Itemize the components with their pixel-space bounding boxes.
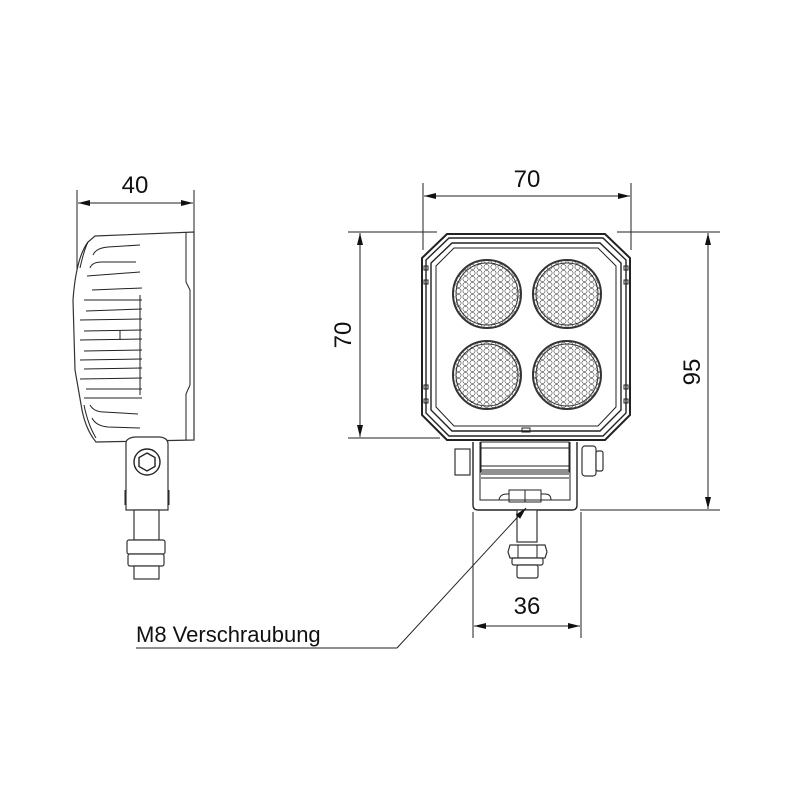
dimension-front-width: 70 — [410, 166, 645, 250]
side-view: 40 — [72, 172, 195, 580]
dimension-label-70-width: 70 — [514, 166, 541, 193]
dimension-label-95: 95 — [679, 359, 706, 386]
led-top-right — [532, 259, 602, 329]
dimension-label-36: 36 — [514, 593, 541, 620]
led-top-left — [452, 259, 522, 329]
mount-label: M8 Verschraubung — [136, 622, 321, 647]
side-housing — [72, 231, 195, 443]
dimension-label-70-height: 70 — [330, 322, 357, 349]
cooling-fins — [79, 244, 143, 429]
dimension-side-depth: 40 — [76, 172, 195, 300]
dimension-front-height: 70 — [330, 231, 440, 439]
led-bottom-right — [532, 340, 602, 410]
led-bottom-left — [452, 340, 522, 410]
side-mount-bracket — [124, 436, 170, 580]
front-housing — [421, 233, 631, 441]
dimension-bracket-width: 36 — [472, 512, 582, 638]
housing-clips — [423, 265, 629, 404]
led-array — [452, 259, 602, 410]
mount-annotation: M8 Verschraubung — [136, 507, 527, 649]
dimension-label-40: 40 — [122, 172, 149, 199]
dimension-total-height: 95 — [580, 231, 720, 511]
front-view: 70 70 95 — [330, 166, 720, 638]
